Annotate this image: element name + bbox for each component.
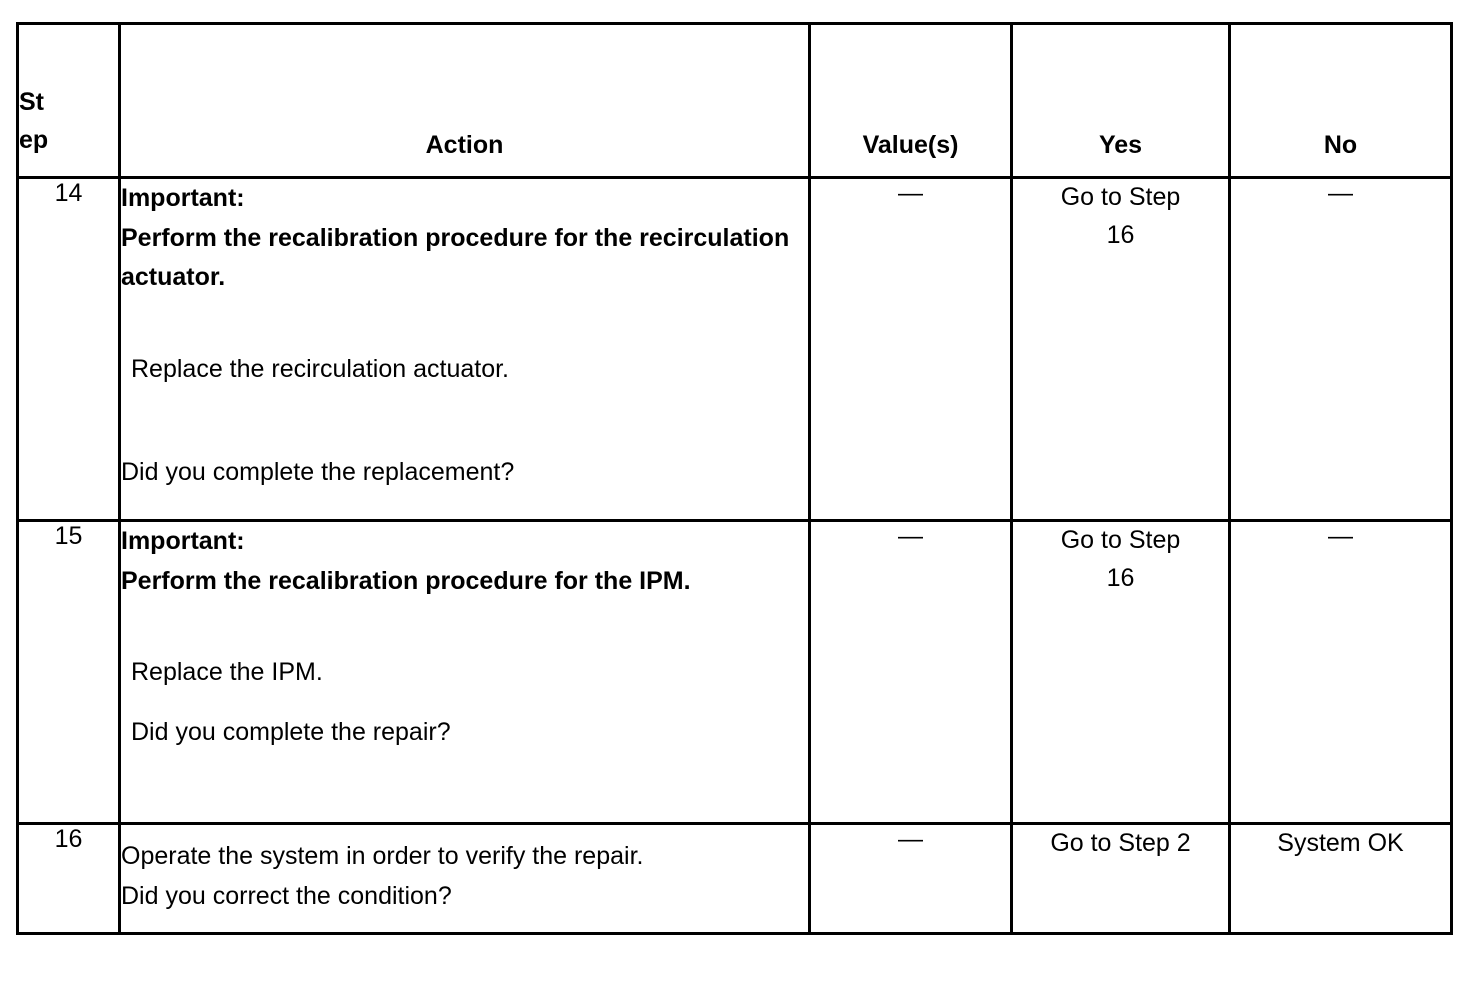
yes-branch-line2: 16 (1106, 563, 1135, 592)
action-question: Did you complete the repair? (131, 717, 451, 746)
action-spacer (121, 693, 808, 713)
column-header-step: St ep (16, 22, 121, 179)
yes-branch-cell: Go to Step 2 (1010, 822, 1231, 935)
important-body: Perform the recalibration procedure for … (121, 223, 790, 292)
action-spacer (121, 389, 808, 453)
column-header-values: Value(s) (808, 22, 1013, 179)
action-spacer (121, 298, 808, 350)
yes-branch-cell: Go to Step 16 (1010, 176, 1231, 522)
action-question: Did you complete the replacement? (121, 458, 515, 486)
step-action-cell: Important: Perform the recalibration pro… (118, 519, 811, 825)
column-header-yes: Yes (1010, 22, 1231, 179)
no-branch-cell: — (1228, 176, 1453, 522)
action-question: Did you correct the condition? (121, 881, 452, 910)
no-branch-cell: — (1228, 519, 1453, 825)
column-header-step-line1: St (19, 87, 44, 116)
no-branch-dash: — (1328, 179, 1353, 207)
values-dash: — (898, 179, 923, 207)
action-spacer (121, 601, 808, 653)
important-body: Perform the recalibration procedure for … (121, 566, 691, 595)
table-row: 15 Important: Perform the recalibration … (16, 519, 1453, 825)
yes-branch-line1: Go to Step (1060, 183, 1181, 211)
yes-branch-line1: Go to Step (1060, 526, 1181, 554)
values-dash: — (898, 825, 923, 853)
yes-branch-line2: 16 (1106, 220, 1135, 249)
values-cell: — (808, 822, 1013, 935)
action-instruction: Replace the recirculation actuator. (131, 354, 509, 383)
yes-branch-line1: Go to Step 2 (1050, 829, 1191, 857)
step-number: 14 (16, 176, 121, 522)
column-header-step-line2: ep (19, 126, 49, 155)
step-number: 16 (16, 822, 121, 935)
no-branch-label: System OK (1277, 829, 1404, 857)
yes-branch-cell: Go to Step 16 (1010, 519, 1231, 825)
table-row: 14 Important: Perform the recalibration … (16, 176, 1453, 522)
values-cell: — (808, 176, 1013, 522)
values-dash: — (898, 522, 923, 550)
table-row: 16 Operate the system in order to verify… (16, 822, 1453, 935)
step-number: 15 (16, 519, 121, 825)
action-instruction: Operate the system in order to verify th… (121, 842, 644, 870)
diagnostic-step-table: St ep Action Value(s) Yes No 14 Importan… (16, 22, 1453, 935)
values-cell: — (808, 519, 1013, 825)
column-header-no: No (1228, 22, 1453, 179)
no-branch-cell: System OK (1228, 822, 1453, 935)
table-header-row: St ep Action Value(s) Yes No (16, 22, 1453, 179)
column-header-action: Action (118, 22, 811, 179)
no-branch-dash: — (1328, 522, 1353, 550)
action-instruction: Replace the IPM. (131, 658, 323, 686)
important-label: Important: (121, 184, 245, 212)
important-label: Important: (121, 527, 245, 555)
step-action-cell: Operate the system in order to verify th… (118, 822, 811, 935)
step-action-cell: Important: Perform the recalibration pro… (118, 176, 811, 522)
